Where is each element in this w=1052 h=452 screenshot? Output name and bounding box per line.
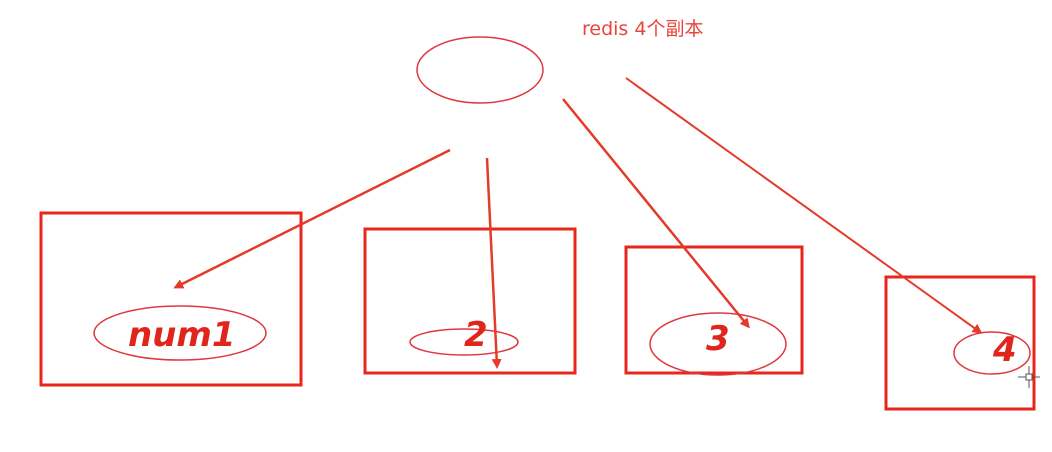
replica-ellipse-2	[409, 328, 519, 356]
replica-box-4	[884, 275, 1036, 411]
arrow-to-replica-3	[562, 98, 750, 329]
replica-box-3	[624, 245, 804, 375]
master-node-ellipse	[416, 36, 544, 104]
replica-label-3: 3	[706, 319, 730, 359]
arrow-to-replica-2	[485, 157, 502, 369]
crosshair-cursor-icon	[1018, 366, 1040, 388]
replica-label-2: 2	[464, 315, 488, 355]
replica-label-4: 4	[993, 330, 1017, 370]
replica-ellipse-4	[953, 331, 1031, 375]
replica-ellipse-1	[93, 305, 267, 361]
diagram-title: redis 4个副本	[582, 18, 704, 40]
replica-label-1: num1	[128, 315, 236, 355]
replica-ellipse-3	[649, 312, 787, 376]
replica-box-1	[39, 211, 303, 387]
arrow-to-replica-1	[173, 148, 451, 289]
arrow-to-replica-4	[625, 77, 983, 334]
replica-box-2	[363, 227, 577, 375]
